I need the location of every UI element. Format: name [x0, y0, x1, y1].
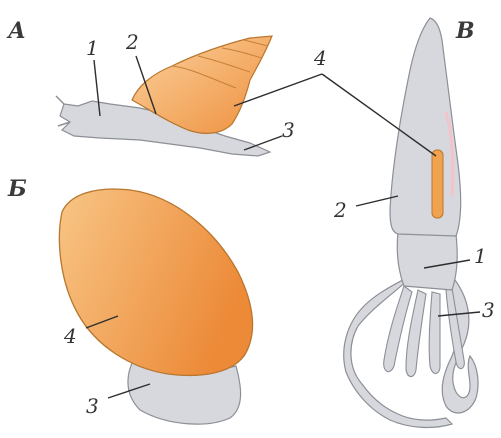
- label-c-2: 2: [334, 200, 347, 220]
- label-c-3: 3: [482, 300, 495, 320]
- label-b-3: 3: [86, 396, 99, 416]
- label-shared-4: 4: [314, 48, 327, 68]
- label-a-3: 3: [282, 120, 295, 140]
- squid-head: [397, 232, 457, 290]
- panel-label-a: А: [8, 20, 26, 42]
- b-shell: [59, 189, 252, 375]
- squid-gladius: [432, 150, 443, 218]
- panel-label-b: Б: [8, 178, 27, 200]
- label-a-1: 1: [86, 38, 99, 58]
- panel-label-c: В: [456, 20, 475, 42]
- label-a-2: 2: [126, 32, 139, 52]
- squid-c: [344, 18, 478, 427]
- mollusk-b: [59, 189, 252, 424]
- label-b-4: 4: [64, 326, 77, 346]
- label-c-1: 1: [474, 246, 487, 266]
